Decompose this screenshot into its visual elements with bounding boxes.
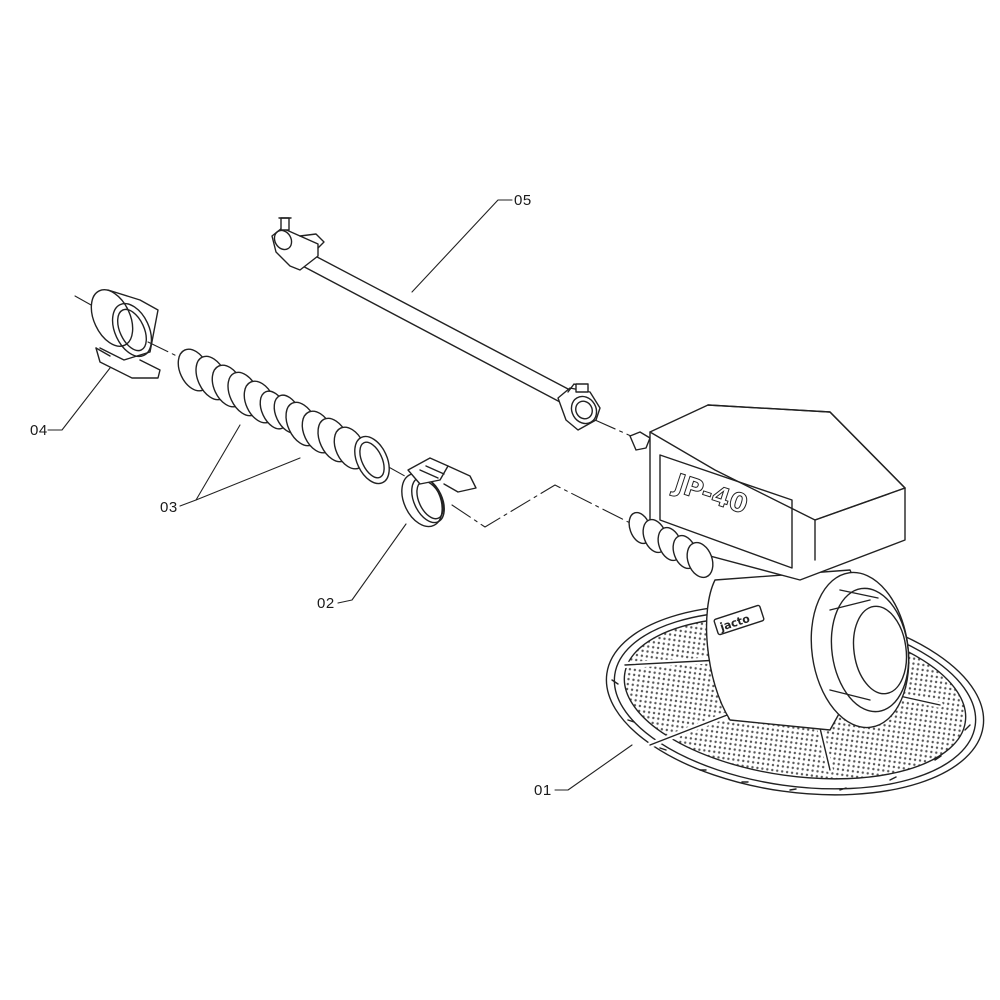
part-01-tank-assembly bbox=[605, 404, 985, 796]
leader-02 bbox=[337, 523, 407, 604]
assembly-axis-lines bbox=[74, 295, 641, 529]
part-number-01: 01 bbox=[534, 782, 552, 799]
part-02-hose-clamp bbox=[401, 457, 477, 528]
part-number-02: 02 bbox=[317, 595, 335, 612]
part-number-04: 04 bbox=[30, 422, 48, 439]
part-05-tube-assembly bbox=[271, 217, 651, 451]
leader-03b bbox=[195, 457, 301, 501]
part-number-03: 03 bbox=[160, 499, 178, 516]
part-03-corrugated-hoses bbox=[177, 348, 390, 485]
leader-04 bbox=[47, 367, 111, 431]
leader-01 bbox=[554, 744, 633, 791]
part-number-05: 05 bbox=[514, 192, 532, 209]
part-04-bracket bbox=[90, 289, 161, 379]
leader-05 bbox=[411, 199, 513, 293]
leader-lines bbox=[47, 199, 633, 791]
